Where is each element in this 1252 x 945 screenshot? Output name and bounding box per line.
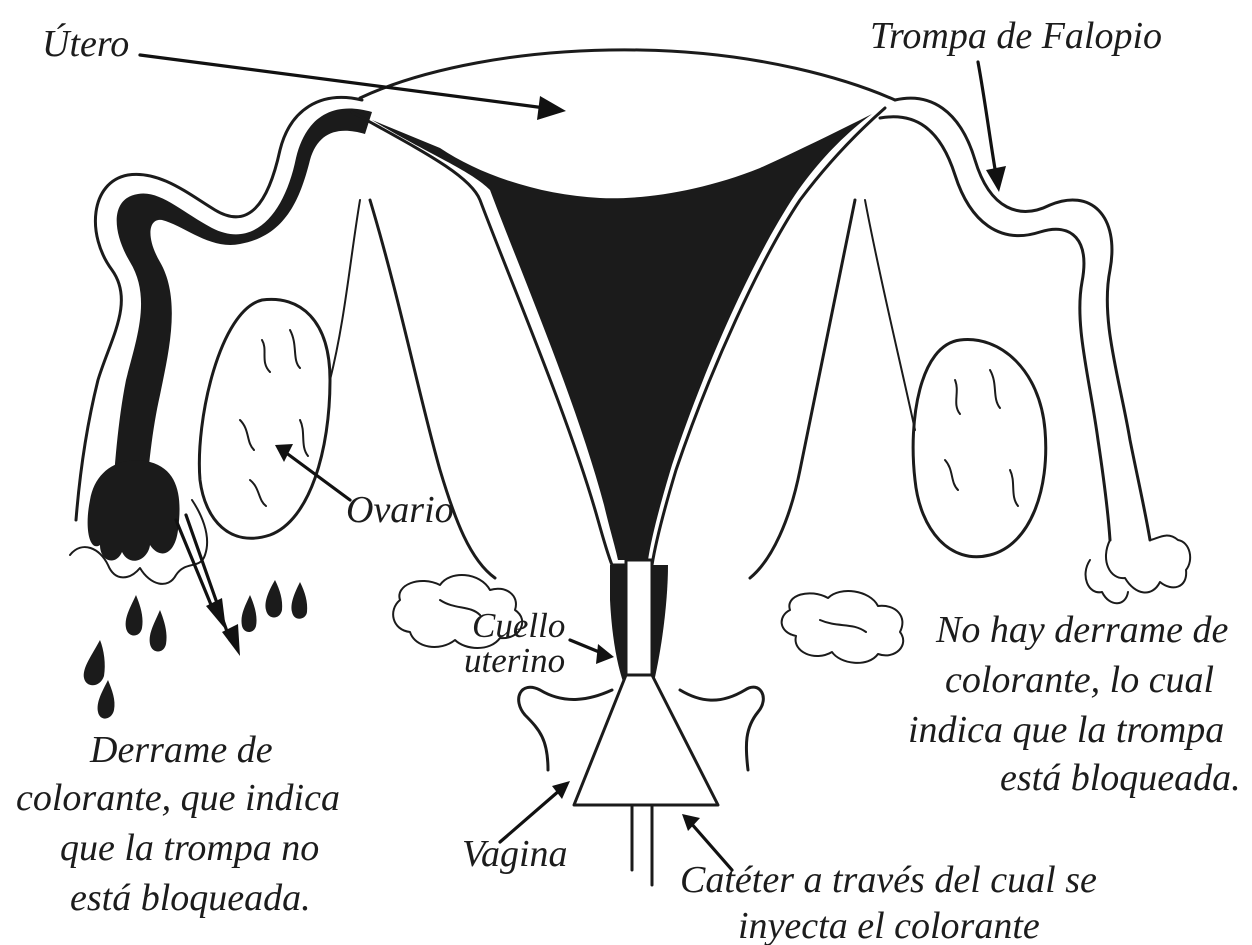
label-derrame-1: Derrame de bbox=[89, 729, 273, 771]
cervix-dye-right bbox=[652, 565, 668, 690]
right-fimbria bbox=[1086, 536, 1191, 604]
left-ovarian-ligament bbox=[330, 200, 360, 380]
label-no-derrame-1: No hay derrame de bbox=[935, 609, 1228, 651]
utero-arrow-head bbox=[537, 96, 566, 120]
left-ovary-texture bbox=[240, 330, 308, 506]
spill-arrow-1 bbox=[176, 520, 214, 612]
uterus-fundus-outline bbox=[360, 50, 895, 100]
right-ovary-texture bbox=[945, 370, 1018, 506]
right-ovary bbox=[913, 340, 1046, 557]
label-derrame-3: que la trompa no bbox=[60, 827, 319, 869]
right-pelvic-cloud bbox=[782, 591, 904, 663]
ovario-arrow bbox=[285, 452, 350, 500]
label-cuello-2: uterino bbox=[464, 641, 565, 680]
label-ovario: Ovario bbox=[346, 489, 454, 531]
catheter-tube bbox=[632, 805, 652, 885]
ovario-arrow-head bbox=[275, 444, 293, 462]
cuello-arrow-head bbox=[596, 644, 614, 664]
label-no-derrame-2: colorante, lo cual bbox=[945, 659, 1214, 701]
spill-arrow-2 bbox=[186, 515, 230, 640]
left-fimbria-dye bbox=[88, 460, 180, 560]
dye-drops bbox=[84, 580, 307, 719]
catheter-cone bbox=[574, 675, 718, 805]
label-no-derrame-3: indica que la trompa bbox=[908, 709, 1224, 751]
label-cateter-2: inyecta el colorante bbox=[738, 905, 1040, 945]
cervical-canal bbox=[626, 560, 652, 675]
cervix-dye-left bbox=[610, 565, 626, 690]
label-cuello-1: Cuello bbox=[472, 606, 565, 645]
left-tube-dye bbox=[112, 109, 372, 512]
label-utero: Útero bbox=[42, 23, 129, 65]
left-ovary bbox=[199, 299, 330, 538]
label-derrame-2: colorante, que indica bbox=[16, 777, 340, 819]
label-derrame-4: está bloqueada. bbox=[70, 877, 311, 919]
right-tube-outline-outer bbox=[895, 98, 1150, 540]
label-cateter-1: Catéter a través del cual se bbox=[680, 859, 1097, 901]
label-trompa: Trompa de Falopio bbox=[870, 15, 1162, 57]
label-no-derrame-4: está bloqueada. bbox=[1000, 757, 1241, 799]
right-ovarian-ligament bbox=[865, 200, 915, 430]
label-vagina: Vagina bbox=[462, 833, 568, 875]
trompa-arrow bbox=[978, 62, 996, 175]
